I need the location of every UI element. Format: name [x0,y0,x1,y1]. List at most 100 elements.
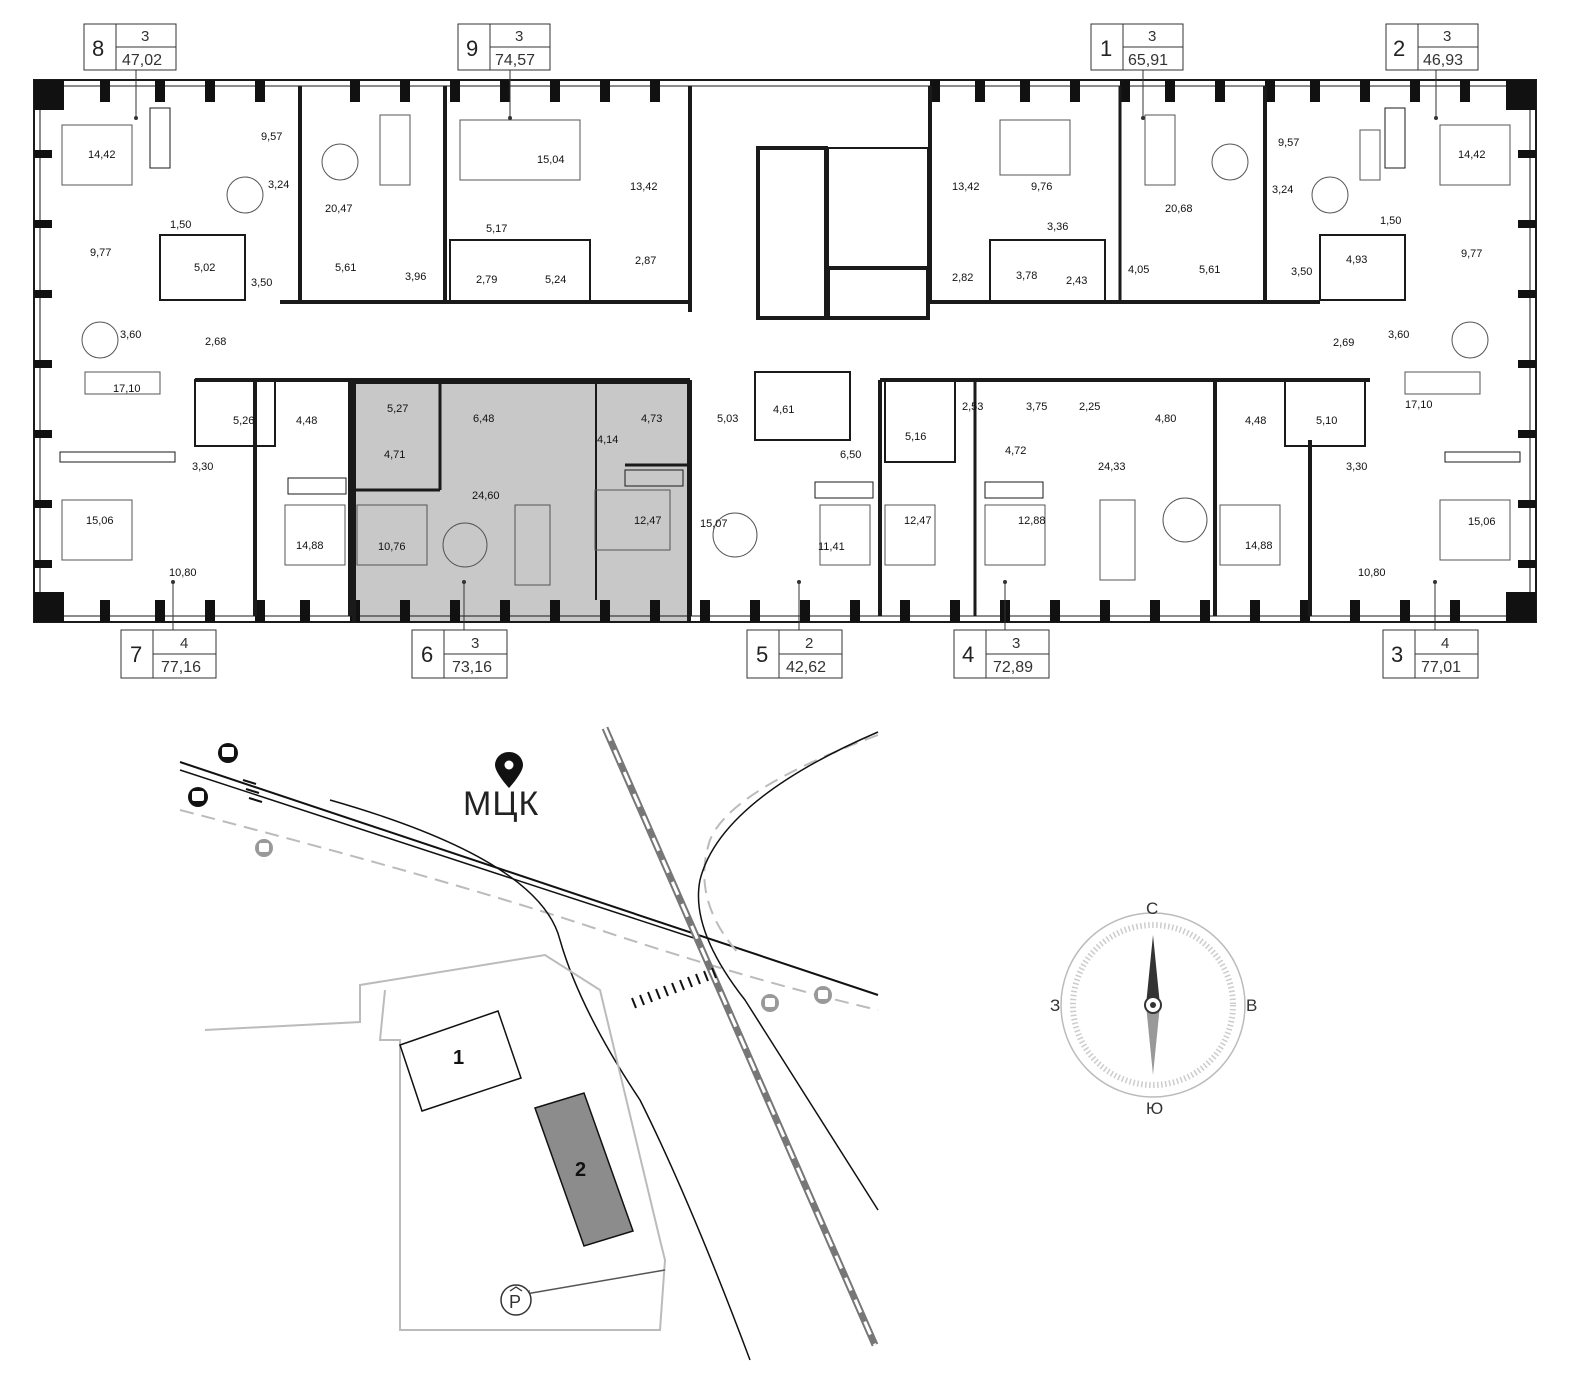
unit-6-highlight[interactable] [354,382,689,622]
unit-area: 77,16 [161,659,201,676]
building-label: 1 [453,1047,464,1069]
furniture [61,114,1511,586]
site-map: 1 2 P [179,726,879,1361]
room-area: 4,48 [1245,415,1266,427]
unit-tag-4[interactable]: 4 3 72,89 [953,580,1050,679]
facade-piers [34,80,1536,622]
unit-tag-8[interactable]: 8 3 47,02 [83,23,177,120]
interior-walls [59,86,1521,622]
room-area: 4,14 [597,434,618,446]
room-area: 6,48 [473,413,494,425]
room-area: 20,68 [1165,203,1193,215]
compass: С Ю З В [1050,899,1257,1118]
unit-area: 42,62 [786,659,826,676]
room-area: 20,47 [325,203,353,215]
unit-tag-1[interactable]: 1 3 65,91 [1090,23,1184,120]
unit-tag-3[interactable]: 3 4 77,01 [1382,580,1479,679]
room-area: 3,75 [1026,401,1047,413]
room-area: 5,61 [1199,264,1220,276]
floor-plan: 14,42 9,57 3,24 1,50 9,77 5,02 3,50 20,4… [33,79,1537,623]
room-area: 24,60 [472,490,500,502]
bus-icon [188,787,208,807]
room-area: 9,57 [1278,137,1299,149]
room-area: 4,73 [641,413,662,425]
room-area: 12,47 [634,515,662,527]
room-area: 3,60 [1388,329,1409,341]
room-area: 4,72 [1005,445,1026,457]
building-label: 2 [575,1159,586,1181]
bus-icon [218,743,238,763]
room-area: 6,50 [840,449,861,461]
site-building-2[interactable]: 2 [534,1092,634,1247]
unit-tag-6[interactable]: 6 3 73,16 [411,580,508,679]
room-area: 2,43 [1066,275,1087,287]
room-area: 3,30 [1346,461,1367,473]
room-area: 13,42 [952,181,980,193]
tram-icon [814,986,832,1004]
unit-rooms: 3 [1443,28,1451,45]
room-area: 15,04 [537,154,565,166]
tram-icon [761,994,779,1012]
room-area: 10,80 [169,567,197,579]
room-area: 5,24 [545,274,566,286]
unit-area: 65,91 [1128,52,1168,69]
room-area: 3,24 [268,179,289,191]
unit-tag-2[interactable]: 2 3 46,93 [1385,23,1479,120]
room-area: 2,53 [962,401,983,413]
room-area: 5,02 [194,262,215,274]
room-area: 9,57 [261,131,282,143]
room-area-labels: 14,42 9,57 3,24 1,50 9,77 5,02 3,50 20,4… [86,131,1496,579]
parking-icon: P [500,1284,532,1316]
unit-rooms: 3 [1148,28,1156,45]
room-area: 10,80 [1358,567,1386,579]
unit-number: 8 [92,36,104,61]
station-label: МЦК [463,785,539,823]
room-area: 17,10 [113,383,141,395]
room-area: 5,03 [717,413,738,425]
room-area: 3,96 [405,271,426,283]
room-area: 3,60 [120,329,141,341]
unit-tags: 8 3 47,02 9 3 74,57 1 3 65,91 2 3 46,93 [83,23,1479,679]
room-area: 10,76 [378,541,406,553]
room-area: 3,36 [1047,221,1068,233]
unit-tag-5[interactable]: 5 2 42,62 [746,580,843,679]
unit-area: 72,89 [993,659,1033,676]
room-area: 15,06 [86,515,114,527]
unit-area: 47,02 [122,52,162,69]
site-building-1[interactable]: 1 [399,1010,522,1112]
room-area: 2,82 [952,272,973,284]
unit-number: 9 [466,36,478,61]
room-area: 3,24 [1272,184,1293,196]
unit-rooms: 3 [1012,635,1020,652]
unit-number: 5 [756,642,768,667]
unit-rooms: 3 [515,28,523,45]
unit-number: 7 [130,642,142,667]
room-area: 4,05 [1128,264,1149,276]
location-pin-icon [495,752,523,788]
tram-icon [255,839,273,857]
room-area: 2,25 [1079,401,1100,413]
unit-rooms: 3 [471,635,479,652]
room-area: 9,77 [1461,248,1482,260]
unit-area: 74,57 [495,52,535,69]
room-area: 3,78 [1016,270,1037,282]
room-area: 12,47 [904,515,932,527]
room-area: 2,87 [635,255,656,267]
room-area: 3,50 [1291,266,1312,278]
unit-tag-9[interactable]: 9 3 74,57 [457,23,551,120]
unit-rooms: 2 [805,635,813,652]
room-area: 4,48 [296,415,317,427]
room-area: 4,71 [384,449,405,461]
room-area: 2,69 [1333,337,1354,349]
room-area: 5,26 [233,415,254,427]
room-area: 14,88 [296,540,324,552]
room-area: 14,88 [1245,540,1273,552]
room-area: 1,50 [1380,215,1401,227]
room-area: 14,42 [1458,149,1486,161]
room-area: 9,76 [1031,181,1052,193]
unit-tag-7[interactable]: 7 4 77,16 [120,580,217,679]
unit-rooms: 3 [141,28,149,45]
unit-number: 2 [1393,36,1405,61]
svg-text:P: P [509,1292,521,1312]
